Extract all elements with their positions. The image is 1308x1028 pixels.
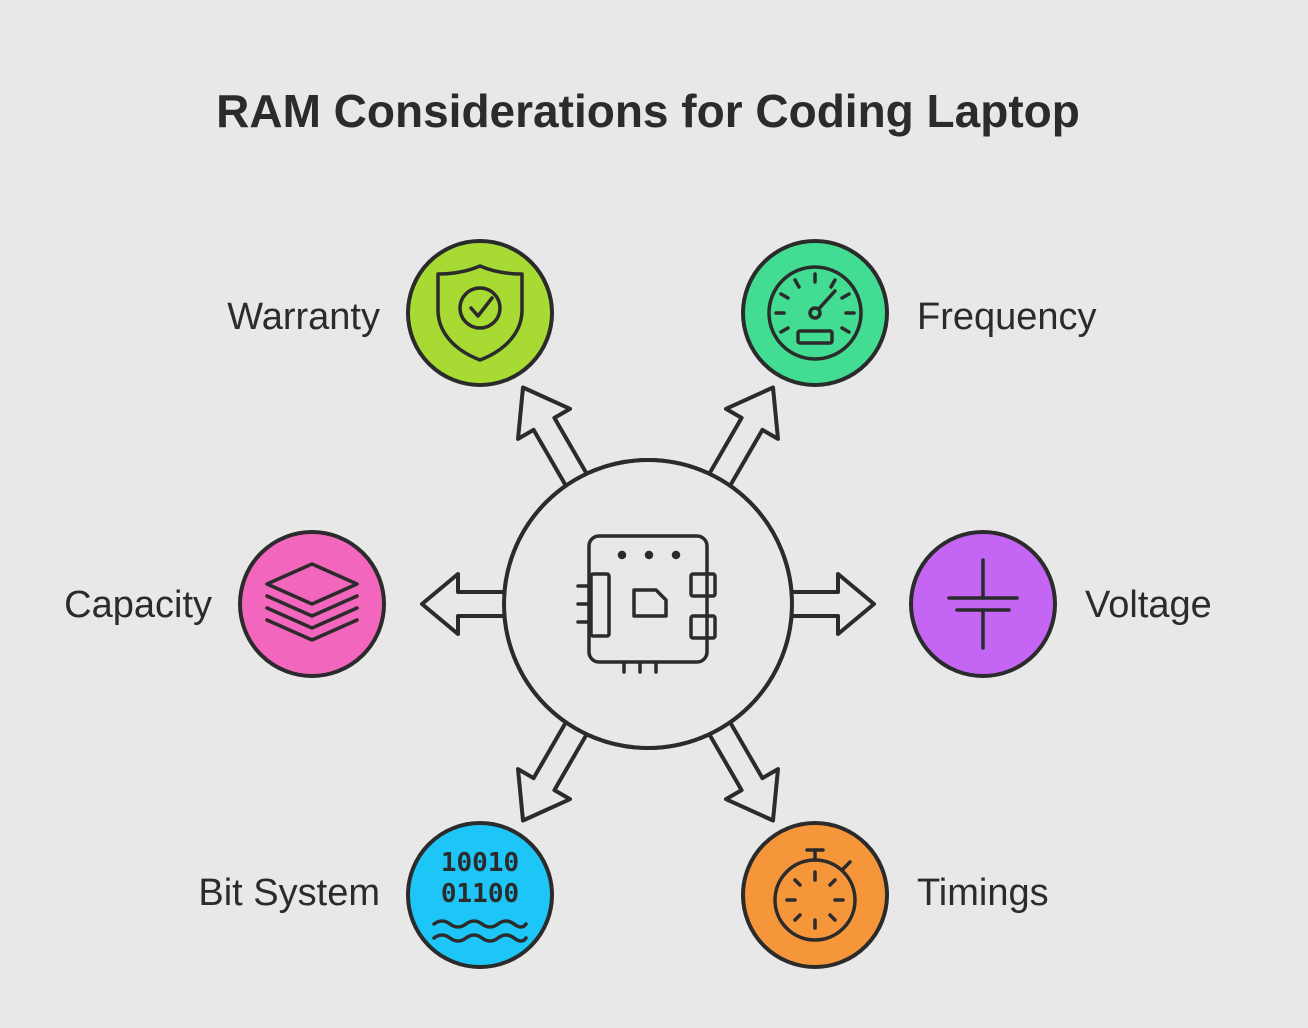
- speedometer-icon: [767, 265, 863, 361]
- arrow-to-warranty: [516, 385, 589, 488]
- label-capacity: Capacity: [64, 584, 212, 626]
- arrow-to-bit-system: [516, 720, 589, 823]
- label-timings: Timings: [917, 872, 1049, 914]
- arrow-to-timings: [707, 720, 780, 823]
- frequency-node: [741, 239, 889, 387]
- arrow-to-voltage: [790, 572, 876, 636]
- binary-digits: 10010 01100: [441, 848, 519, 909]
- capacity-node: [238, 530, 386, 678]
- arrow-to-frequency: [707, 385, 780, 488]
- warranty-node: [406, 239, 554, 387]
- voltage-node: [909, 530, 1057, 678]
- capacitor-icon: [947, 558, 1019, 650]
- label-frequency: Frequency: [917, 296, 1097, 338]
- label-bit-system: Bit System: [198, 872, 380, 914]
- timings-circle: [741, 821, 889, 969]
- label-voltage: Voltage: [1085, 584, 1212, 626]
- bit-system-circle: [406, 821, 554, 969]
- svg-text:01100: 01100: [441, 879, 519, 909]
- binary-data-icon: [432, 919, 528, 943]
- shield-check-icon: [436, 264, 524, 362]
- label-warranty: Warranty: [227, 296, 380, 338]
- arrow-to-capacity: [420, 572, 506, 636]
- voltage-circle: [909, 530, 1057, 678]
- timings-node: [741, 821, 889, 969]
- svg-text:10010: 10010: [441, 848, 519, 878]
- stopwatch-icon: [773, 848, 857, 942]
- motherboard-chip-icon: [576, 534, 717, 674]
- diagram-title: RAM Considerations for Coding Laptop: [216, 85, 1080, 137]
- bit-system-node: [406, 821, 554, 969]
- stacked-layers-icon: [265, 562, 359, 642]
